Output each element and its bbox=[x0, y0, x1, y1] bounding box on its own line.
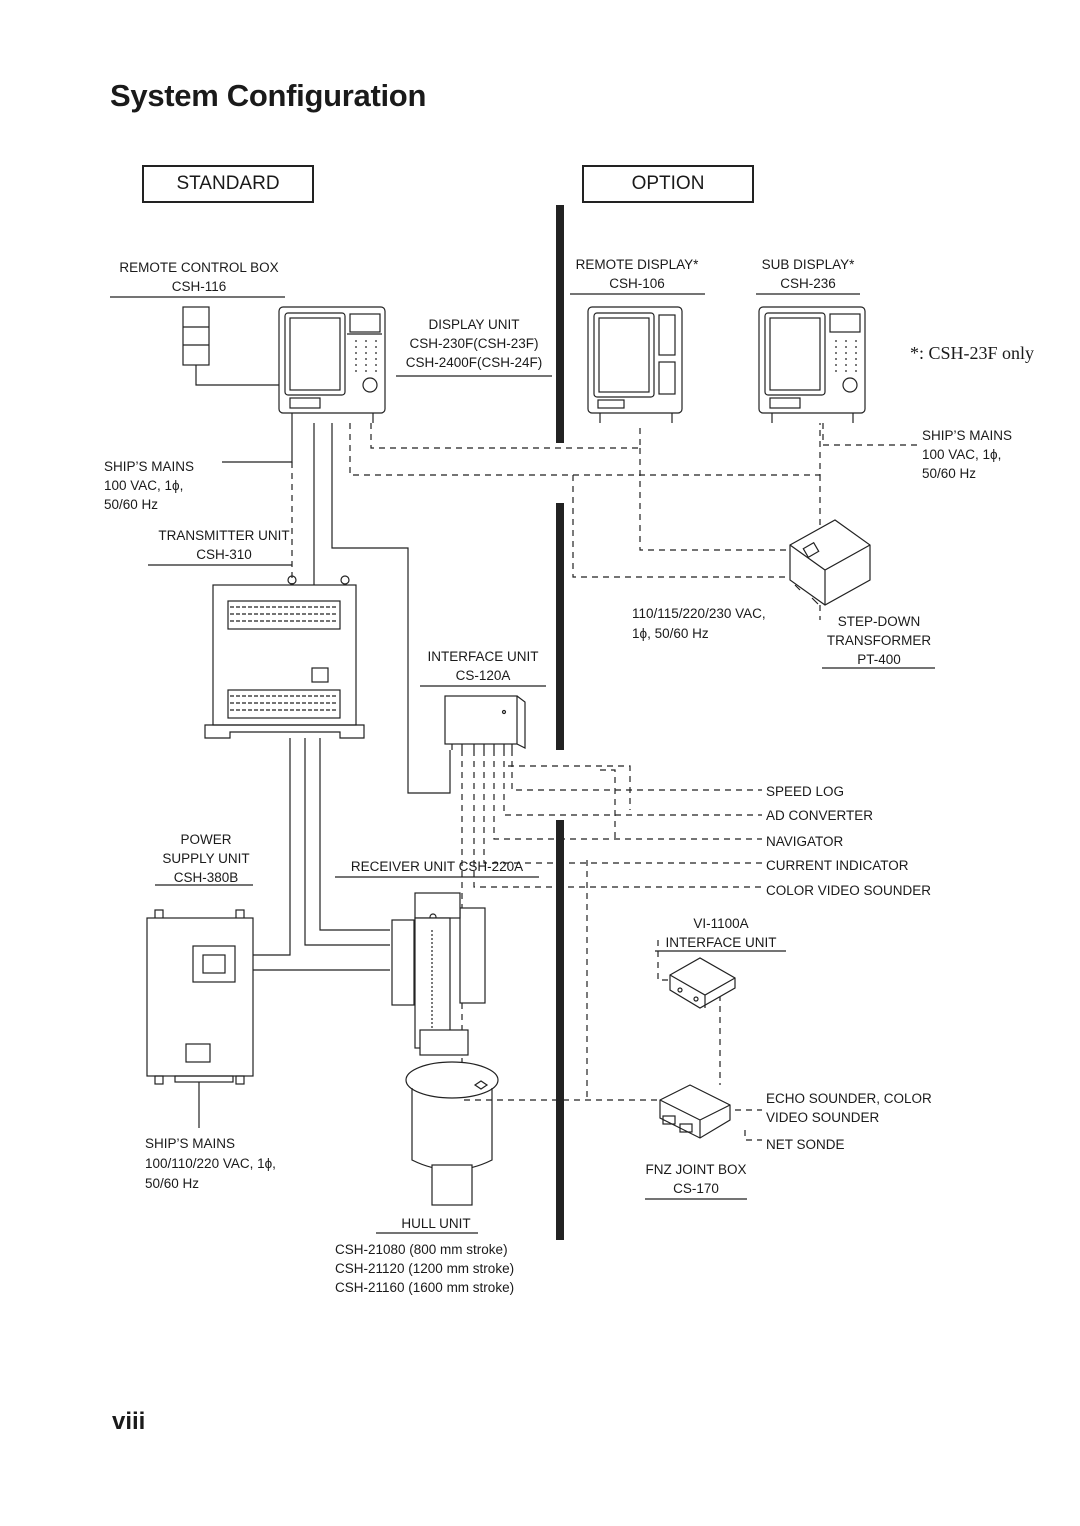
remote-display-model: CSH-106 bbox=[609, 276, 665, 291]
device-navigator: NAVIGATOR bbox=[766, 834, 844, 849]
transformer-label-2: TRANSFORMER bbox=[826, 633, 932, 648]
power-supply-model: CSH-380B bbox=[173, 870, 239, 885]
fnz-joint-box-model: CS-170 bbox=[673, 1181, 719, 1196]
fnz-joint-box-label: FNZ JOINT BOX bbox=[645, 1162, 747, 1177]
power-supply-label-1: POWER bbox=[180, 832, 232, 847]
fnz-joint-box-drawing bbox=[659, 1084, 731, 1139]
device-ad-converter: AD CONVERTER bbox=[766, 808, 874, 823]
hull-unit-model-2: CSH-21120 (1200 mm stroke) bbox=[335, 1261, 515, 1276]
interface-unit-drawing bbox=[444, 695, 526, 750]
ships-mains-bottom-2: 100/110/220 VAC, 1ϕ, bbox=[145, 1156, 276, 1171]
remote-control-box-label: REMOTE CONTROL BOX bbox=[119, 260, 279, 275]
transformer-input-1: 110/115/220/230 VAC, bbox=[632, 606, 766, 621]
ships-mains-left-3: 50/60 Hz bbox=[104, 497, 159, 512]
transmitter-unit-drawing bbox=[204, 575, 365, 739]
transmitter-unit-model: CSH-310 bbox=[196, 547, 252, 562]
vi-interface-label: INTERFACE UNIT bbox=[665, 935, 777, 950]
net-sonde: NET SONDE bbox=[766, 1137, 845, 1152]
transmitter-unit-label: TRANSMITTER UNIT bbox=[158, 528, 290, 543]
echo-sounder-2: VIDEO SOUNDER bbox=[766, 1110, 880, 1125]
device-color-video-sounder: COLOR VIDEO SOUNDER bbox=[766, 883, 932, 898]
device-current-indicator: CURRENT INDICATOR bbox=[766, 858, 909, 873]
hull-unit-model-3: CSH-21160 (1600 mm stroke) bbox=[335, 1280, 515, 1295]
ships-mains-right-3: 50/60 Hz bbox=[922, 466, 977, 481]
ships-mains-bottom-1: SHIP’S MAINS bbox=[145, 1136, 236, 1151]
ships-mains-bottom-3: 50/60 Hz bbox=[145, 1176, 200, 1191]
ships-mains-left-2: 100 VAC, 1ϕ, bbox=[104, 478, 184, 493]
transformer-drawing bbox=[789, 519, 871, 606]
receiver-unit-label: RECEIVER UNIT CSH-220A bbox=[350, 859, 524, 874]
separator-bar-2 bbox=[556, 503, 564, 750]
display-unit-label: DISPLAY UNIT bbox=[428, 317, 520, 332]
sub-display-label: SUB DISPLAY* bbox=[761, 257, 855, 272]
sub-display-model: CSH-236 bbox=[780, 276, 836, 291]
interface-unit-model: CS-120A bbox=[455, 668, 511, 683]
remote-display-label: REMOTE DISPLAY* bbox=[575, 257, 699, 272]
power-supply-drawing bbox=[146, 909, 254, 1128]
page-number: viii bbox=[112, 1408, 146, 1435]
echo-sounder-1: ECHO SOUNDER, COLOR bbox=[766, 1091, 932, 1106]
display-unit-drawing bbox=[278, 306, 386, 423]
display-unit-model-1: CSH-230F(CSH-23F) bbox=[409, 336, 539, 351]
page-title: System Configuration bbox=[110, 78, 427, 113]
option-header: OPTION bbox=[582, 165, 754, 203]
hull-unit-model-1: CSH-21080 (800 mm stroke) bbox=[335, 1242, 508, 1257]
remote-control-box-drawing bbox=[182, 306, 292, 386]
hull-unit-label: HULL UNIT bbox=[401, 1216, 471, 1231]
display-unit-model-2: CSH-2400F(CSH-24F) bbox=[405, 355, 543, 370]
hull-unit-drawing bbox=[391, 892, 499, 1206]
transformer-model: PT-400 bbox=[857, 652, 901, 667]
interface-unit-label: INTERFACE UNIT bbox=[427, 649, 539, 664]
power-supply-label-2: SUPPLY UNIT bbox=[162, 851, 250, 866]
ships-mains-right-2: 100 VAC, 1ϕ, bbox=[922, 447, 1002, 462]
transformer-input-2: 1ϕ, 50/60 Hz bbox=[632, 626, 709, 641]
remote-control-box-model: CSH-116 bbox=[171, 279, 227, 294]
vi-interface-drawing bbox=[669, 957, 736, 1009]
remote-display-drawing bbox=[587, 306, 683, 423]
vi-interface-model: VI-1100A bbox=[693, 916, 749, 931]
footnote: *: CSH-23F only bbox=[910, 343, 1035, 363]
transformer-label-1: STEP-DOWN bbox=[837, 614, 921, 629]
standard-header: STANDARD bbox=[142, 165, 314, 203]
ships-mains-left-1: SHIP’S MAINS bbox=[104, 459, 195, 474]
ships-mains-right-1: SHIP’S MAINS bbox=[922, 428, 1013, 443]
device-speed-log: SPEED LOG bbox=[766, 784, 845, 799]
separator-bar-3 bbox=[556, 820, 564, 1240]
separator-bar-1 bbox=[556, 205, 564, 443]
sub-display-drawing bbox=[758, 306, 866, 423]
